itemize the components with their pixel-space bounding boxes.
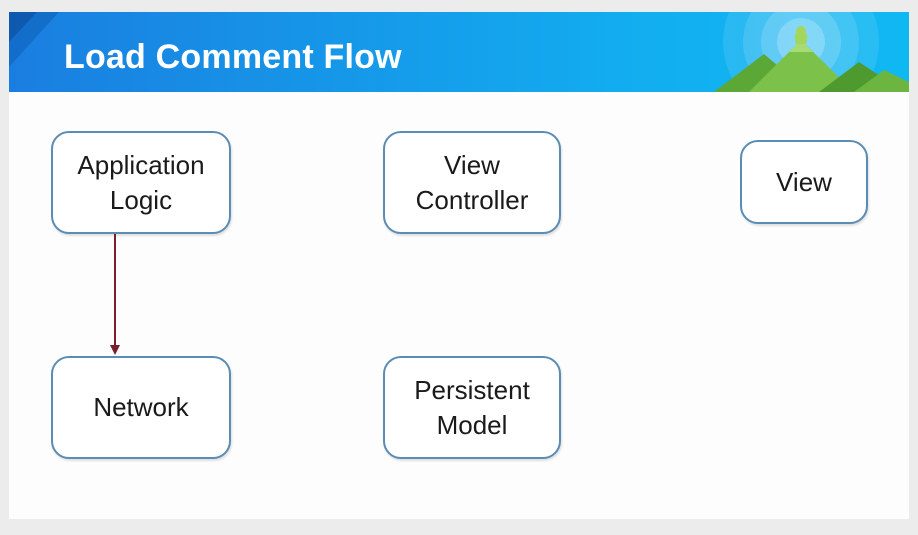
view-node: View xyxy=(740,140,868,224)
persistent-model-node: Persistent Model xyxy=(383,356,561,459)
view-controller-node: View Controller xyxy=(383,131,561,234)
header-stripe-decoration xyxy=(9,12,59,67)
slide: Load Comment Flow Application Logic View… xyxy=(9,12,909,519)
android-mountain-icon xyxy=(714,12,909,92)
network-node: Network xyxy=(51,356,231,459)
slide-header: Load Comment Flow xyxy=(9,12,909,92)
slide-title: Load Comment Flow xyxy=(64,38,402,76)
application-logic-node: Application Logic xyxy=(51,131,231,234)
